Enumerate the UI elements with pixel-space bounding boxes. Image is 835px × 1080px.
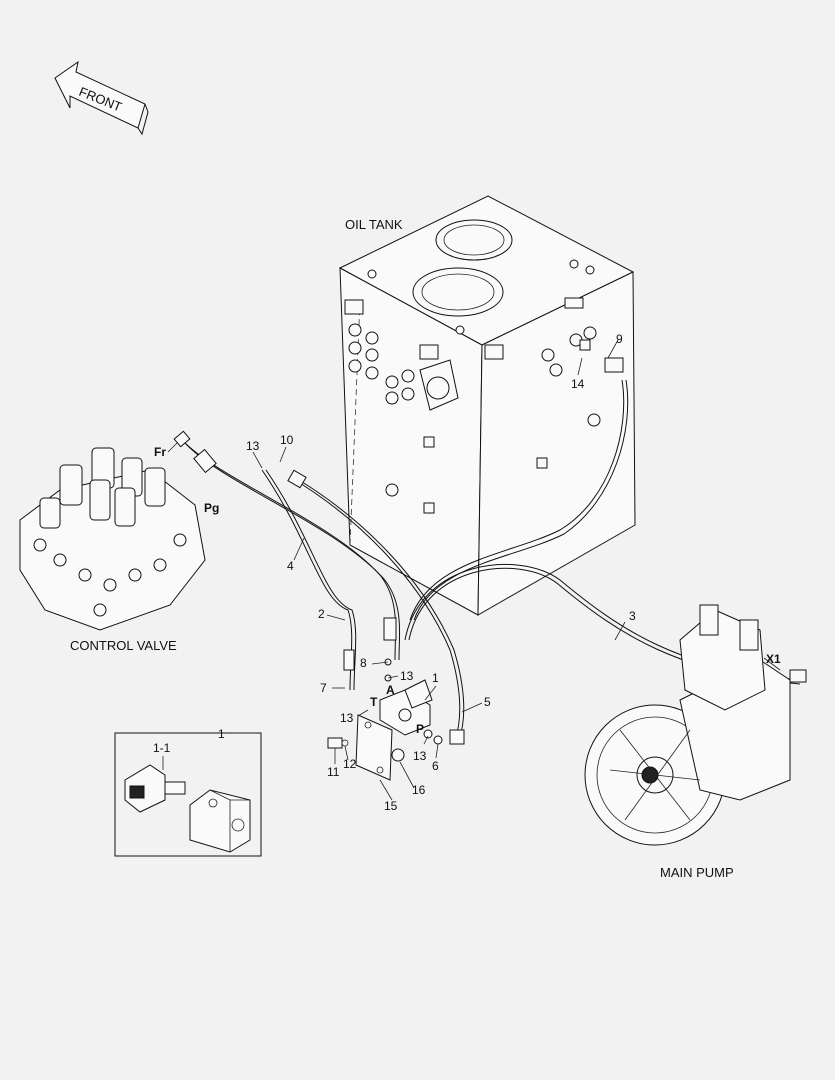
callouts: 13 10 4 2 9 14 3 8 13 7 1 5 13 13 6 11 1… [246,332,636,813]
main-pump: X1 MAIN PUMP [584,604,791,880]
callout-6: 6 [432,759,439,773]
port-pg-label: Pg [204,501,219,515]
callout-13b: 13 [400,669,414,683]
port-t-label: T [370,695,378,709]
callout-1-detail: 1 [218,727,225,741]
callout-1: 1 [432,671,439,685]
callout-14: 14 [571,377,585,391]
main-pump-label: MAIN PUMP [660,865,734,880]
hoses [173,357,807,745]
callout-3: 3 [629,609,636,623]
port-a-label: A [386,683,395,697]
callout-2: 2 [318,607,325,621]
callout-7: 7 [320,681,327,695]
callout-5: 5 [484,695,491,709]
control-valve: CONTROL VALVE Fr Pg [19,441,219,653]
callout-12: 12 [343,757,357,771]
valve-block-assembly [327,339,591,781]
detail-box [114,732,262,857]
control-valve-label: CONTROL VALVE [70,638,177,653]
front-arrow: FRONT [54,60,149,136]
oil-tank-label: OIL TANK [345,217,403,232]
oil-tank: OIL TANK [338,195,636,616]
callout-8: 8 [360,656,367,670]
callout-15: 15 [384,799,398,813]
port-fr-label: Fr [154,445,166,459]
detail-inset: 1 1-1 [114,727,262,857]
callout-4: 4 [287,559,294,573]
callout-10: 10 [280,433,294,447]
callout-13a: 13 [246,439,260,453]
callout-13d: 13 [413,749,427,763]
leader-lines [252,339,781,801]
port-x1-label: X1 [766,652,781,666]
callout-9: 9 [616,332,623,346]
callout-16: 16 [412,783,426,797]
port-p-label: P [416,722,424,736]
callout-13c: 13 [340,711,354,725]
callout-1-1: 1-1 [153,741,171,755]
callout-11: 11 [327,765,340,779]
